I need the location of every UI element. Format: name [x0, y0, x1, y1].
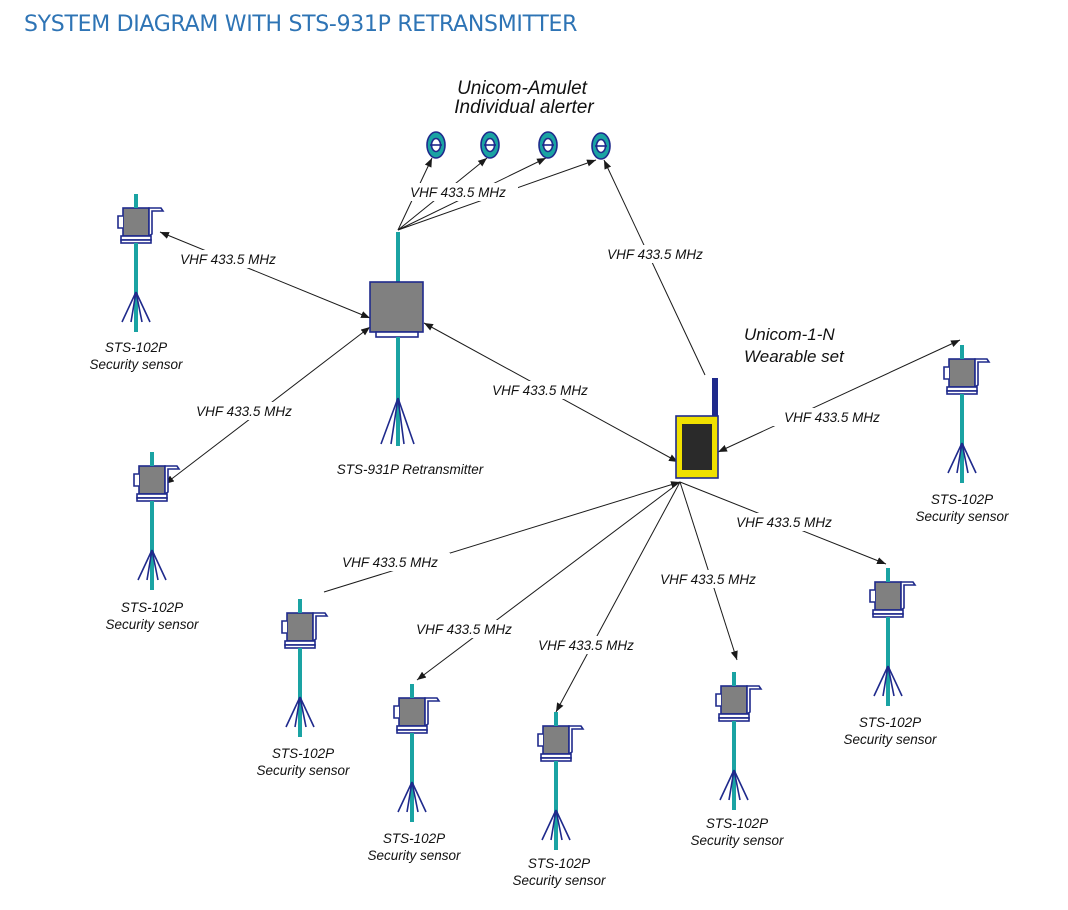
- wearable-label-line2: Wearable set: [744, 347, 845, 366]
- link-wearable-sensor-right: [717, 339, 961, 453]
- sensor-icon: [536, 710, 585, 852]
- sensor-icon: [116, 192, 165, 334]
- link-wearable-sensor-b2: [416, 481, 681, 681]
- sensor-model: STS-102P: [272, 746, 334, 761]
- sensor-icon: [132, 450, 181, 592]
- amulet-label-line1: Unicom-Amulet: [457, 78, 588, 99]
- sensor-icon: [942, 343, 991, 485]
- sensor-type: Security sensor: [512, 873, 606, 888]
- link-label-retx-amulets: VHF 433.5 MHz: [410, 185, 506, 200]
- sensor-left: STS-102P Security sensor: [105, 450, 199, 632]
- sensor-model: STS-102P: [859, 715, 921, 730]
- sensor-type: Security sensor: [89, 357, 183, 372]
- link-label-sensor-b3: VHF 433.5 MHz: [538, 638, 634, 653]
- link-labels: VHF 433.5 MHz VHF 433.5 MHz VHF 433.5 MH…: [168, 183, 892, 654]
- sensor-bottom-4: STS-102P Security sensor: [690, 670, 784, 848]
- amulet-label-line2: Individual alerter: [454, 97, 594, 118]
- sensor-icon: [392, 682, 441, 824]
- sensor-bottom-3: STS-102P Security sensor: [512, 710, 606, 888]
- link-wearable-amulet: [603, 159, 706, 376]
- link-label-sensor-b4: VHF 433.5 MHz: [660, 572, 756, 587]
- sensor-right-2: STS-102P Security sensor: [843, 566, 937, 747]
- sensor-type: Security sensor: [367, 848, 461, 863]
- sensor-type: Security sensor: [105, 617, 199, 632]
- link-wearable-sensor-b1: [323, 481, 681, 593]
- link-label-wearable-amulet: VHF 433.5 MHz: [607, 247, 703, 262]
- retransmitter-label: STS-931P Retransmitter: [337, 462, 484, 477]
- retransmitter-icon: [369, 232, 424, 446]
- wearable-set-icon: [675, 378, 719, 479]
- sensor-icon: [280, 597, 329, 739]
- sensor-model: STS-102P: [931, 492, 993, 507]
- sensor-right: STS-102P Security sensor: [915, 343, 1009, 524]
- sensor-model: STS-102P: [383, 831, 445, 846]
- amulet-icon: [426, 131, 611, 160]
- link-wearable-sensor-b3: [555, 481, 681, 713]
- sensor-icon: [714, 670, 763, 812]
- link-label-retx-wearable: VHF 433.5 MHz: [492, 383, 588, 398]
- link-label-sensor-left: VHF 433.5 MHz: [196, 404, 292, 419]
- link-label-sensor-b2: VHF 433.5 MHz: [416, 622, 512, 637]
- link-sensor-topleft: [159, 231, 371, 319]
- sensor-bottom-2: STS-102P Security sensor: [367, 682, 461, 863]
- sensor-type: Security sensor: [690, 833, 784, 848]
- sensor-bottom-1: STS-102P Security sensor: [256, 597, 350, 778]
- link-label-sensor-topleft: VHF 433.5 MHz: [180, 252, 276, 267]
- sensor-model: STS-102P: [528, 856, 590, 871]
- link-label-sensor-b1: VHF 433.5 MHz: [342, 555, 438, 570]
- sensor-model: STS-102P: [706, 816, 768, 831]
- sensor-type: Security sensor: [256, 763, 350, 778]
- link-label-sensor-right: VHF 433.5 MHz: [784, 410, 880, 425]
- sensor-type: Security sensor: [843, 732, 937, 747]
- sensor-model: STS-102P: [121, 600, 183, 615]
- page-title: SYSTEM DIAGRAM WITH STS-931P RETRANSMITT…: [24, 12, 578, 37]
- sensor-icon: [868, 566, 917, 708]
- sensor-topleft: STS-102P Security sensor: [89, 192, 183, 372]
- sensor-type: Security sensor: [915, 509, 1009, 524]
- wearable-label-line1: Unicom-1-N: [744, 325, 835, 344]
- sensor-model: STS-102P: [105, 340, 167, 355]
- link-label-sensor-r2: VHF 433.5 MHz: [736, 515, 832, 530]
